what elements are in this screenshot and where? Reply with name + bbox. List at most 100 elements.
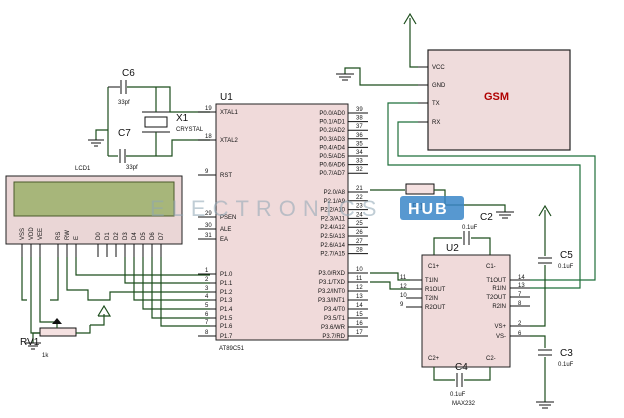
u1-ref: U1 [220,92,233,103]
u1-pin-number: 31 [205,233,212,239]
u2-pin-name: T1OUT [486,278,506,284]
u1-pin-number: 27 [356,239,363,245]
u1-pin-name: P2.0/A8 [324,190,346,196]
b1-body [405,183,435,195]
u1-pin-number: 21 [356,186,363,192]
lcd-pin-label: D2 [114,232,120,240]
u1-pin-number: 17 [356,330,363,336]
u1-pin-number: 32 [356,167,363,173]
c3-value: 0.1uF [558,362,574,368]
u1-pin-name: XTAL1 [220,110,239,116]
u1-body [215,103,349,341]
u2-pin-name: T2OUT [486,295,506,301]
u1-pin-number: 34 [356,150,363,156]
lcd-pin-label: VSS [20,228,26,240]
u1-pin-number: 24 [356,212,363,218]
u2-pin-number: 8 [518,301,522,307]
u1-pin-number: 10 [356,267,363,273]
rv1-ref: RV1 [20,337,40,348]
gsm-title: GSM [484,91,509,103]
watermark: ELECTRONICS HUB [150,196,464,221]
u1-pin-name: P0.5/AD5 [319,154,345,160]
u1-pin-number: 39 [356,107,363,113]
u1-pin-name: P1.7 [220,334,233,340]
u1-pin-number: 15 [356,312,363,318]
u1-pin-number: 37 [356,124,363,130]
u2-pin-name: VS+ [494,324,506,330]
c7-value: 33pf [126,165,138,171]
u2-part: MAX232 [452,401,476,407]
u1-pin-name: XTAL2 [220,138,239,144]
u2-body [421,254,511,368]
c4-ref: C4 [455,362,468,373]
u2-pin-name: VS- [496,334,506,340]
u1-pin-number: 29 [205,211,212,217]
c6-ref: C6 [122,68,135,79]
gsm-pin-label: VCC [432,65,445,71]
watermark-badge [400,196,464,220]
u1-right-pins: 39P0.0/AD038P0.1/AD137P0.2/AD236P0.3/AD3… [318,107,368,340]
c4-value: 0.1uF [450,392,466,398]
lcd-pin-label: D1 [105,232,111,240]
u1-pin-name: P2.5/A13 [320,234,345,240]
lcd-pin-label: VDD [29,227,35,240]
c3-ref: C3 [560,348,573,359]
u1-pin-number: 22 [356,195,363,201]
u1-pin-name: P1.4 [220,307,233,313]
lcd-pin-label: D6 [150,232,156,240]
lcd-wiring [50,257,210,327]
u1-pin-name: EA [220,237,228,243]
u1-pin-name: P3.4/T0 [324,307,346,313]
u1-pin-name: P1.6 [220,324,233,330]
u1-pin-name: PSEN [220,215,236,221]
u1-pin-number: 23 [356,204,363,210]
u1-pin-name: P3.3/INT1 [318,298,346,304]
charge-pump-caps: C5 0.1uF C3 0.1uF [530,204,574,409]
u1-pin-number: 11 [356,276,363,282]
u2-pin-number: 6 [518,331,522,337]
c2-value: 0.1uF [462,225,478,231]
c5-ref: C5 [560,250,573,261]
u1-pin-name: P0.2/AD2 [319,128,345,134]
u1-pin-number: 2 [205,277,209,283]
c2-ref: C2 [480,212,493,223]
u1-pin-number: 26 [356,230,363,236]
u2-pin-name: R2OUT [425,305,446,311]
u1-pin-name: P1.1 [220,281,233,287]
u1-pin-name: P0.7/AD7 [319,171,345,177]
u2-pin-name: T2IN [425,296,438,302]
u2-pin-number: 13 [518,283,525,289]
u1-pin-number: 3 [205,286,209,292]
u1-pin-number: 9 [205,169,209,175]
lcd-pin-label: E [74,236,80,240]
u1-pin-name: P3.7/RD [322,334,345,340]
u1-pin-name: P1.5 [220,316,233,322]
u2-pin-name: R2IN [492,304,506,310]
rv1-value: 1k [42,353,49,359]
u1-pin-name: RST [220,173,232,179]
lcd-screen [13,181,175,217]
lcd-pin-label: D4 [132,232,138,240]
u1-pin-number: 5 [205,303,209,309]
u1-pin-name: P3.2/INT0 [318,289,346,295]
u2-pin-number: 2 [518,321,522,327]
u1-pin-name: P2.1/A9 [324,199,346,205]
u1-pin-name: P0.3/AD3 [319,137,345,143]
u1-pin-number: 25 [356,221,363,227]
lcd-pin-label: RS [56,232,62,240]
u1-pin-name: ALE [220,227,231,233]
u2-c2minus: C2- [486,356,496,362]
rv1-wiper-arrow [52,318,62,324]
u1-pin-name: P1.2 [220,290,233,296]
lcd-pin-label: D0 [96,232,102,240]
u1-pin-number: 38 [356,116,363,122]
u2-pin-number: 9 [400,302,404,308]
u2-c2plus: C2+ [428,356,440,362]
u1-pin-number: 36 [356,133,363,139]
u1-pin-number: 16 [356,321,363,327]
